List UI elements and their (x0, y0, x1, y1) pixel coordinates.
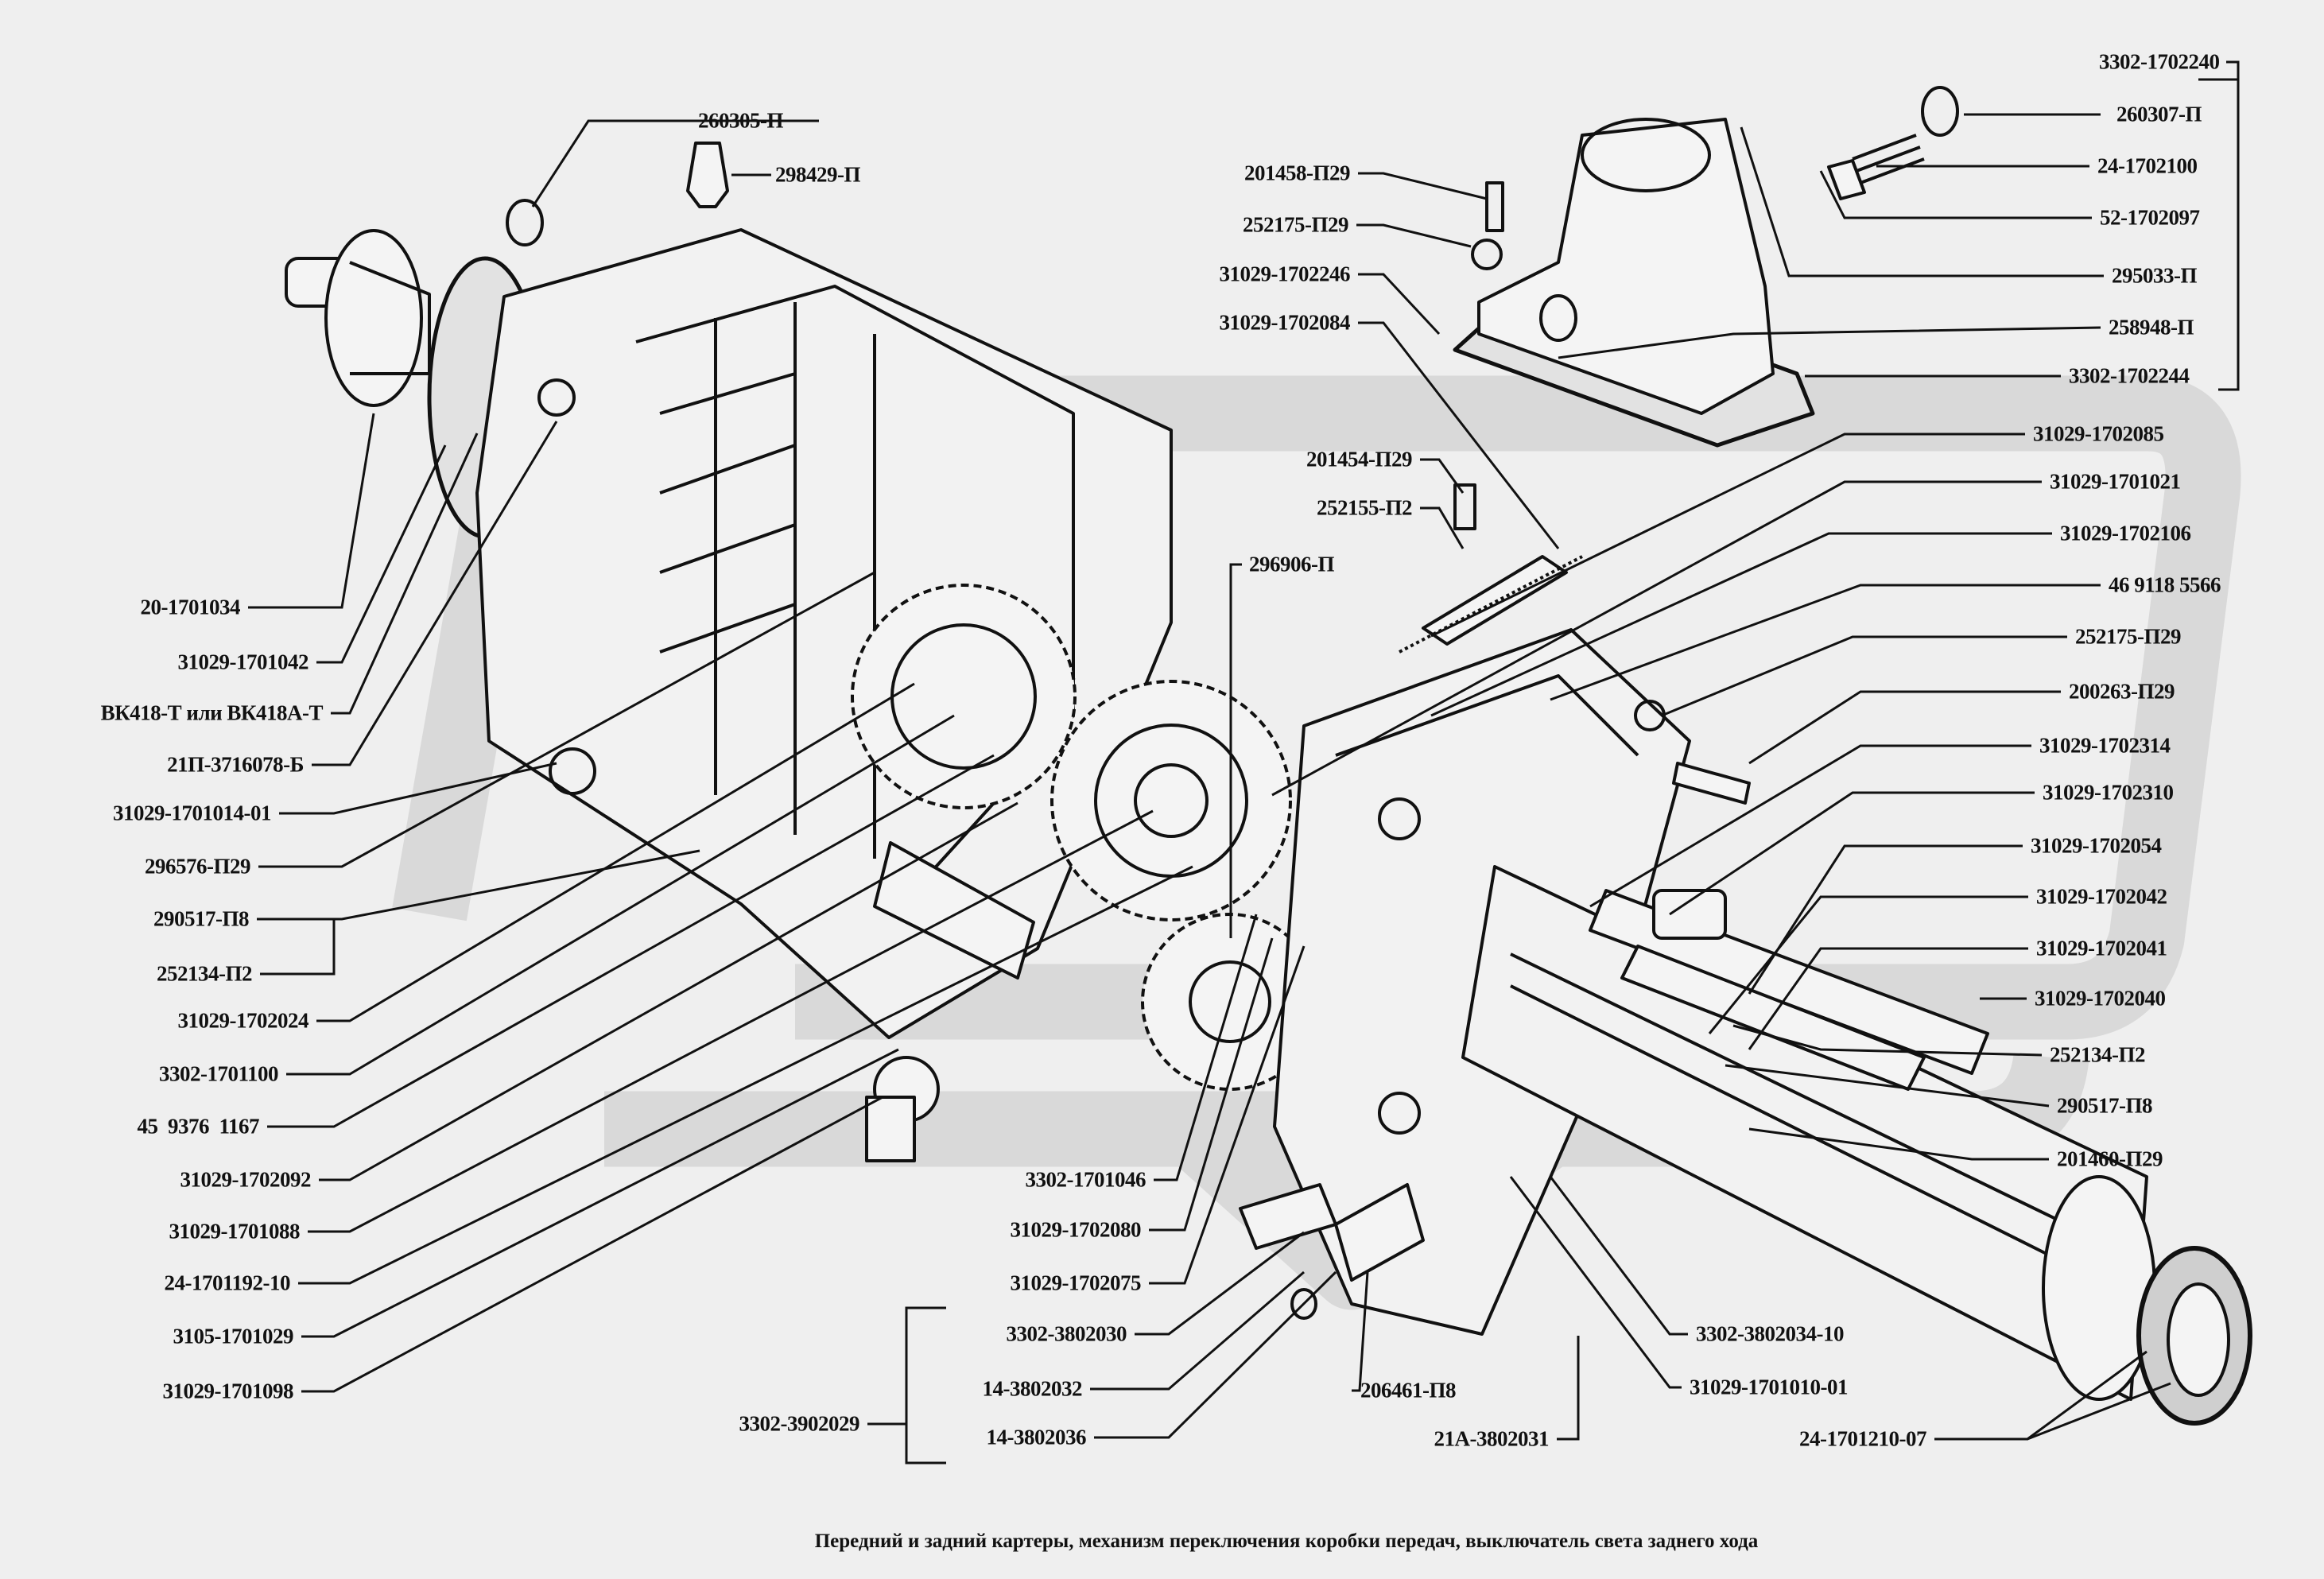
part-label: 258948-П (2109, 315, 2194, 339)
part-label: 24-1701210-07 (1799, 1426, 1926, 1451)
part-label: ВК418-Т или ВК418А-Т (100, 700, 324, 725)
part-label: 201460-П29 (2057, 1146, 2163, 1171)
part-label: 296576-П29 (145, 854, 251, 879)
part-label: 24-1701192-10 (164, 1271, 291, 1295)
part-label: 3302-1702240 (2099, 49, 2220, 74)
part-label: 206461-П8 (1360, 1378, 1457, 1402)
part-label: 3302-3802030 (1006, 1321, 1127, 1346)
part-label: 20-1701034 (140, 595, 241, 619)
part-label: 3302-1701100 (158, 1061, 279, 1086)
part-label: 31029-1702085 (2033, 421, 2164, 446)
part-label: 31029-1702040 (2035, 986, 2166, 1011)
part-label: 14-3802032 (982, 1376, 1083, 1401)
part-label: 31029-1702084 (1219, 310, 1351, 335)
part-label: 31029-1702041 (2036, 936, 2167, 960)
reverse-light-switch (1239, 1183, 1425, 1320)
part-label: 260305-П (698, 108, 784, 133)
breather (686, 142, 729, 208)
part-label: 52-1702097 (2100, 205, 2200, 230)
part-label: 252134-П2 (157, 961, 253, 986)
part-label: 31029-1701021 (2050, 469, 2181, 494)
part-label: 31029-1702080 (1010, 1217, 1142, 1242)
part-label: 24-1702100 (2097, 153, 2198, 178)
part-label: 201454-П29 (1306, 447, 1413, 471)
part-label: 31029-1702092 (180, 1167, 312, 1192)
interlock-plate (1399, 483, 1583, 654)
part-label: 31029-1702246 (1219, 262, 1351, 286)
part-label: 298429-П (775, 162, 861, 187)
part-label: 290517-П8 (2057, 1093, 2153, 1118)
part-label: 31029-1701042 (177, 650, 309, 674)
part-label: 45 9376 1167 (137, 1114, 259, 1139)
part-label: 46 9118 5566 (2109, 572, 2221, 597)
part-label: 3302-3802034-10 (1696, 1321, 1844, 1346)
part-label: 31029-1702106 (2060, 521, 2191, 545)
tail-extension (1461, 865, 2252, 1426)
part-label: 31029-1701098 (162, 1379, 294, 1403)
part-label: 31029-1702024 (177, 1008, 309, 1033)
part-label: 201458-П29 (1244, 161, 1351, 185)
part-label: 3302-3902029 (739, 1411, 860, 1436)
part-label: 3302-1701046 (1025, 1167, 1146, 1192)
leader-lines (248, 60, 2240, 1465)
part-label: 31029-1702075 (1010, 1271, 1142, 1295)
part-label: 200263-П29 (2069, 679, 2175, 704)
part-label: 31029-1702042 (2036, 884, 2167, 909)
part-label: 296906-П (1249, 552, 1335, 576)
part-label: 252134-П2 (2050, 1042, 2146, 1067)
part-label: 252175-П29 (1243, 212, 1349, 237)
part-label: 21П-3716078-Б (167, 752, 304, 777)
part-label: 31029-1701014-01 (113, 801, 271, 825)
part-label: 31029-1702054 (2031, 833, 2162, 858)
part-label: 14-3802036 (986, 1425, 1087, 1449)
part-label: 260307-П (2116, 102, 2202, 126)
part-label: 252175-П29 (2075, 624, 2182, 649)
part-label: 252155-П2 (1317, 495, 1413, 520)
part-label: 31029-1702310 (2043, 780, 2174, 805)
o-ring-260305 (506, 199, 544, 246)
part-label: 21А-3802031 (1434, 1426, 1550, 1451)
part-label: 31029-1702314 (2039, 733, 2171, 758)
part-label: 3105-1701029 (173, 1324, 294, 1348)
top-cover (1453, 86, 1959, 448)
part-label: 31029-1701010-01 (1690, 1375, 1848, 1399)
part-label: 31029-1701088 (169, 1219, 301, 1243)
diagram-caption: Передний и задний картеры, механизм пере… (814, 1531, 1759, 1552)
part-label: 3302-1702244 (2069, 363, 2190, 388)
part-label: 295033-П (2112, 263, 2198, 288)
input-shaft (285, 229, 431, 407)
part-label: 290517-П8 (153, 906, 250, 931)
